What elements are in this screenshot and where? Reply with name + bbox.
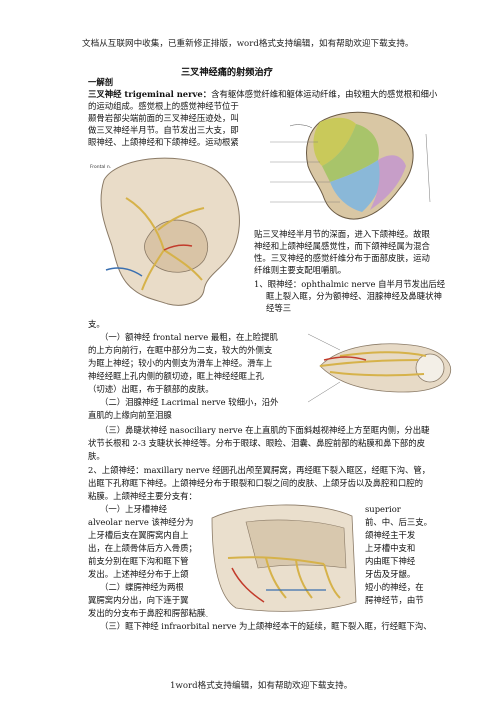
text-line: 粘膜。上颌神经主要分支有：	[88, 491, 197, 501]
text-line: 神经经眶上孔内侧的额切迹，眶上神经经眶上孔	[88, 371, 264, 381]
text-line: 眼神经、上颌神经和下颌神经。运动根紧	[88, 137, 239, 147]
maxillary-nerve-illustration	[206, 498, 362, 616]
text-line: 出，在上颌骨体后方入骨质；	[88, 543, 197, 553]
text-line: 前、中、后三支。	[365, 517, 432, 527]
text-line: 状节长根和 2-3 支睫状长神经等。分布于眼球、眼睑、泪囊、鼻腔前部的粘膜和鼻下…	[88, 438, 426, 448]
text-line: 三叉神经 trigeminal nerve：含有躯体感觉纤维和躯体运动纤维，由较…	[88, 89, 438, 99]
page-footer: 1word格式支持编辑，如有帮助欢迎下载支持。	[170, 681, 353, 691]
text-line: （二）泪腺神经 Lacrimal nerve 较细小，沿外	[100, 397, 279, 407]
text-line: 发出。上述神经分布于上颌	[88, 569, 189, 579]
text-line: 牙齿及牙龈。	[365, 569, 416, 579]
text-line: （一）额神经 frontal nerve 最粗，在上睑提肌	[100, 332, 278, 342]
page-header: 文档从互联网中收集，已重新修正排版，word格式支持编辑，如有帮助欢迎下载支持。	[82, 39, 414, 49]
text-line: （三）鼻睫状神经 nasociliary nerve 在上直肌的下面斜越视神经上…	[100, 425, 430, 435]
orbit-nerve-illustration	[300, 316, 460, 416]
text-line: 纤维则主要支配咀嚼肌。	[254, 265, 347, 275]
text-line: 上牙槽中支和	[365, 543, 416, 553]
text-line: 发出的分支布于鼻腔和腭部粘膜。	[88, 608, 214, 618]
text-line: 出眶下孔称眶下神经。上颌神经分布于眼裂和口裂之间的皮肤、上颌牙齿以及鼻腔和口腔的	[88, 478, 423, 488]
text-line: 神经和上颌神经属感觉性，而下颌神经属为混合	[254, 241, 430, 251]
text-line: 前支分别在眶下沟和眶下管	[88, 556, 189, 566]
text-line: 眶上裂入眶，分为额神经、泪腺神经及鼻睫状神	[266, 291, 442, 301]
text-line: 1、眼神经：ophthalmic nerve 自半月节发出后经	[254, 279, 446, 289]
text-line: （二）蝶腭神经为两根	[100, 582, 184, 592]
text-line: 经等三	[266, 303, 292, 313]
text-line: 内由眶下神经	[365, 556, 416, 566]
text-line: 2、上颌神经：maxillary nerve 经圆孔出颅至翼腭窝，再经眶下裂入眶…	[88, 465, 431, 475]
skull-nerve-illustration: Frontal n.	[86, 150, 252, 312]
text-line: 贴三叉神经半月节的深面，进入下颌神经。故眼	[254, 229, 430, 239]
text-line: 性。三叉神经的感觉纤维分布于面部皮肤，运动	[254, 253, 430, 263]
text-line: superior	[365, 504, 401, 514]
text-line: 翼腭窝内分出，向下连于翼	[88, 595, 189, 605]
text-line: 的上方向前行，在眶中部分为二支，较大的外侧支	[88, 345, 273, 355]
text-line: （三）眶下神经 infraorbital nerve 为上颌神经本干的延续，眶下…	[100, 621, 432, 631]
text-line: 腭神经节，由节	[365, 595, 424, 605]
text-line: alveolar nerve 该神经分为	[88, 517, 194, 527]
text-line: （一）上牙槽神经	[100, 504, 167, 514]
text-line: 做三叉神经半月节。自节发出三大支，即	[88, 125, 239, 135]
text-line: 颞骨岩部尖端前面的三叉神经压迹处，叫	[88, 113, 239, 123]
text-line: 的运动组成。感觉根上的感觉神经节位于	[88, 101, 239, 111]
text-line: 短小的神经，在	[365, 582, 424, 592]
term-trigeminal: 三叉神经 trigeminal nerve：	[88, 89, 212, 99]
text-line: 上牙槽后支在翼腭窝内自上	[88, 530, 189, 540]
section-heading: 一解剖	[88, 77, 114, 87]
text-line: 肤。	[88, 451, 105, 461]
text-line: 为眶上神经；较小的内侧支为滑车上神经。滑车上	[88, 358, 273, 368]
svg-text:Frontal n.: Frontal n.	[90, 164, 111, 170]
document-title: 三叉神经痛的射频治疗	[181, 67, 273, 78]
head-dermatome-illustration	[250, 102, 446, 226]
text-line: 支。	[88, 319, 105, 329]
text-line: 颌神经主干发	[365, 530, 416, 540]
text-line: （切迹）出眶，布于额部的皮肤。	[88, 384, 214, 394]
text-line: 直肌的上缘向前至泪腺	[88, 410, 172, 420]
